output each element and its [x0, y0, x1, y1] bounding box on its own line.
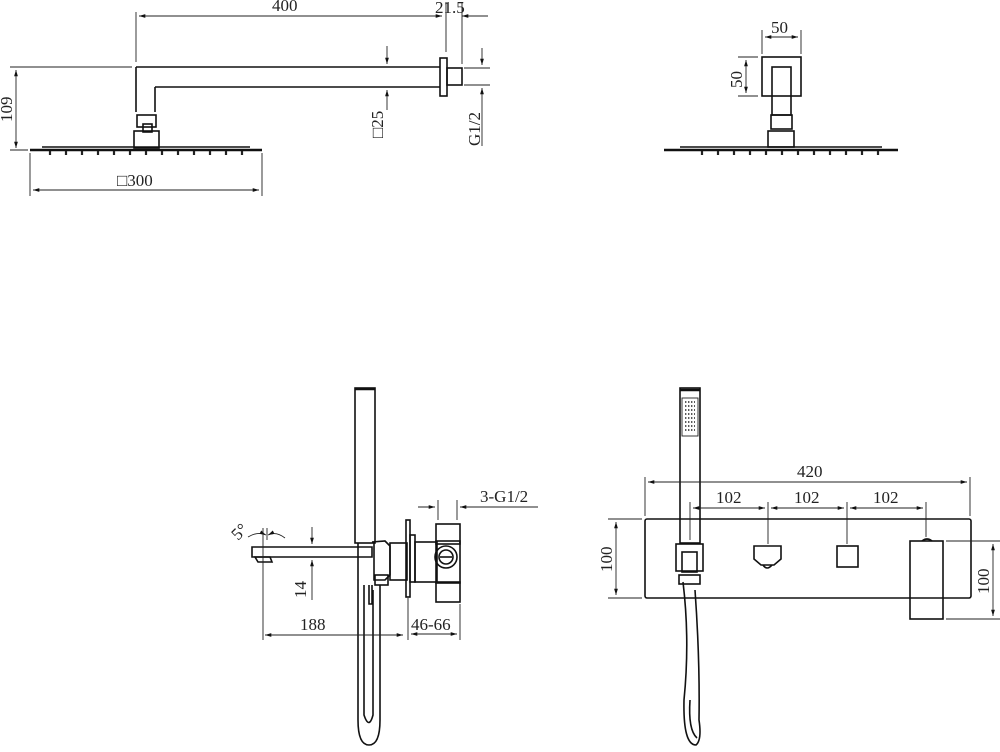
dim-spout-projection: 188	[300, 615, 326, 634]
diverter-button	[836, 545, 859, 568]
dim-spacing-2: 102	[794, 488, 820, 507]
wall-plate	[644, 518, 972, 599]
dim-spacing-3: 102	[873, 488, 899, 507]
dim-plate-width: 420	[797, 462, 823, 481]
hand-shower	[354, 387, 376, 544]
concealed-valve	[414, 541, 438, 583]
mixer-side-view: 5° 14 188 46-66 3-G1/2	[227, 387, 538, 746]
dim-head-size: □300	[117, 171, 153, 190]
shower-head-side-view: 400 21.5 109 □25 G1/2 □300	[0, 0, 490, 196]
arm-section	[771, 66, 792, 116]
dim-flange-width: 50	[771, 18, 788, 37]
mixer-handle	[909, 540, 944, 620]
inlet-nipple	[446, 67, 463, 86]
shower-arm	[135, 66, 440, 112]
dim-arm-section: □25	[368, 111, 387, 138]
dim-plate-height: 100	[597, 547, 616, 573]
ceiling-flange	[761, 56, 802, 97]
dim-arm-length: 400	[272, 0, 298, 15]
spout-outlet	[753, 545, 782, 566]
bath-spout	[251, 546, 373, 558]
shower-head-front-view: 50 50	[664, 18, 898, 155]
dim-flange-height: 50	[727, 71, 746, 88]
diverter-body	[371, 540, 391, 581]
dim-handle-height: 100	[974, 569, 993, 595]
dim-flange-depth: 21.5	[435, 0, 465, 17]
hand-shower	[679, 387, 701, 544]
dim-spout-angle: 5°	[227, 520, 251, 544]
ball-joint	[136, 114, 157, 128]
ball-joint	[770, 114, 793, 130]
shower-hose	[357, 543, 381, 746]
mixer-front-view: 420 102 102 102 100 100	[597, 387, 1000, 746]
dim-inlets: 3-G1/2	[480, 487, 528, 506]
dim-spout-height: 14	[291, 581, 310, 599]
dim-drop-height: 109	[0, 97, 16, 123]
wall-flange	[439, 57, 448, 97]
dim-wall-depth: 46-66	[411, 615, 451, 634]
dim-inlet-thread: G1/2	[465, 112, 484, 146]
dim-spacing-1: 102	[716, 488, 742, 507]
shower-holder	[675, 543, 704, 572]
spray-face	[681, 397, 699, 437]
nozzle-row	[48, 151, 244, 155]
